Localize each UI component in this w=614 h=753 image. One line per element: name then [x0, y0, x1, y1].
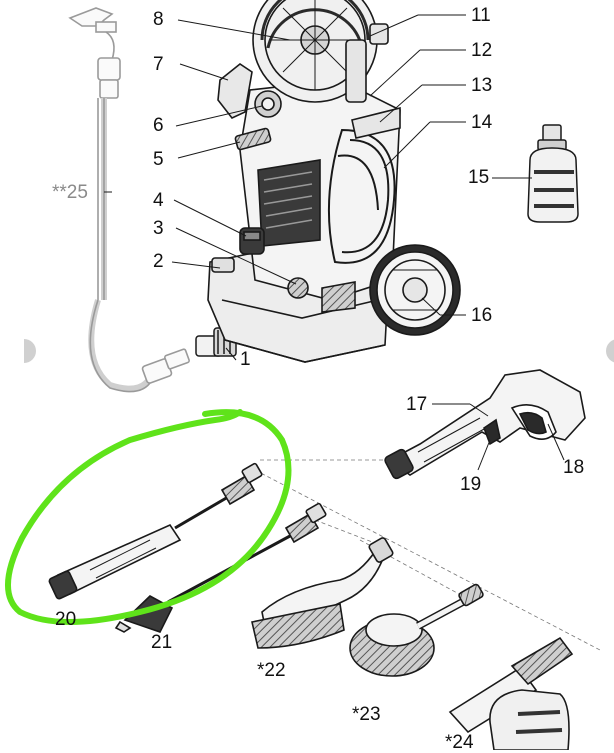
rotary-brush-part: [349, 583, 484, 677]
part-label-7: 7: [153, 54, 164, 75]
part-label-12: 12: [471, 40, 493, 61]
part-label-14: 14: [471, 112, 493, 133]
highlight-loop: [5, 409, 292, 625]
part-label-5: 5: [153, 149, 164, 170]
garden-hose-part: [68, 7, 190, 393]
spray-lance-part: [48, 462, 263, 600]
part-label-3: 3: [153, 218, 164, 239]
part-label-17: 17: [406, 394, 428, 415]
part-label-8: 8: [153, 9, 164, 30]
detergent-bottle-part: [527, 124, 579, 223]
part-label-24: *24: [445, 732, 474, 753]
part-label-15: 15: [468, 167, 490, 188]
part-label-25: **25: [52, 182, 88, 203]
trigger-gun-part: [384, 369, 586, 480]
foam-nozzle-part: [448, 636, 574, 750]
left-edge-mark: [24, 339, 36, 363]
part-label-21: 21: [151, 632, 173, 653]
leader-lines: [104, 14, 565, 471]
part-label-1: 1: [240, 349, 251, 370]
part-label-18: 18: [563, 457, 585, 478]
part-label-6: 6: [153, 115, 164, 136]
part-label-4: 4: [153, 190, 164, 211]
part-label-22: *22: [257, 660, 286, 681]
part-label-11: 11: [471, 5, 491, 26]
part-label-23: *23: [352, 704, 381, 725]
part-label-16: 16: [471, 305, 493, 326]
right-edge-mark: [606, 339, 614, 363]
part-label-20: 20: [55, 609, 77, 630]
wash-brush-part: [251, 537, 394, 649]
pressure-washer-body: [207, 0, 461, 363]
part-label-13: 13: [471, 75, 493, 96]
part-label-2: 2: [153, 251, 164, 272]
part-label-19: 19: [460, 474, 482, 495]
